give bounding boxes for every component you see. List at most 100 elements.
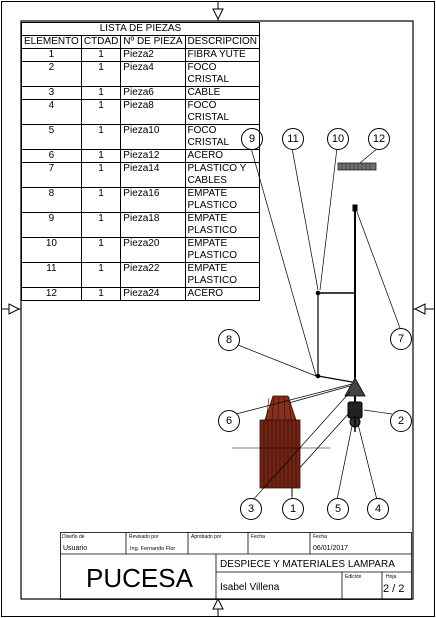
description-line: ACERO bbox=[187, 288, 224, 299]
bulb-socket bbox=[347, 401, 363, 419]
parts-list-title: LISTA DE PIEZAS bbox=[21, 22, 260, 36]
lamp-assembly bbox=[232, 162, 377, 496]
qty-cell: 1 bbox=[80, 287, 122, 301]
qty-cell: 1 bbox=[80, 162, 122, 188]
title-block: Diseño de Usuario Revisado por Ing. Fern… bbox=[60, 532, 412, 600]
item-cell: 6 bbox=[21, 149, 82, 163]
item-cell: 1 bbox=[21, 48, 82, 62]
balloon-1: 1 bbox=[282, 498, 304, 520]
inner-border bbox=[20, 20, 414, 600]
parts-list-table: LISTA DE PIEZAS ELEMENTO CTDAD Nº DE PIE… bbox=[21, 22, 260, 301]
part-number-cell: Pieza4 bbox=[120, 61, 186, 87]
part-number-cell: Pieza16 bbox=[120, 187, 186, 213]
item-cell: 3 bbox=[21, 86, 82, 100]
item-cell: 7 bbox=[21, 162, 82, 188]
qty-cell: 1 bbox=[80, 99, 122, 125]
balloon-6: 6 bbox=[218, 410, 240, 432]
balloon-2: 2 bbox=[390, 410, 412, 432]
balloon-7: 7 bbox=[390, 328, 412, 350]
description-line: ACERO bbox=[187, 150, 224, 161]
company-name: PUCESA bbox=[86, 563, 193, 593]
description-line: CABLE bbox=[187, 87, 221, 98]
description-line: PLASTICO bbox=[187, 200, 237, 211]
item-cell: 4 bbox=[21, 99, 82, 125]
description-line: CRISTAL bbox=[187, 137, 230, 148]
header-item: ELEMENTO bbox=[21, 35, 82, 49]
approved-label: Aprobado por bbox=[191, 534, 222, 540]
balloon-5: 5 bbox=[327, 498, 349, 520]
balloon-12: 12 bbox=[368, 128, 390, 150]
description-line: EMPATE bbox=[187, 263, 228, 274]
leader-lines bbox=[235, 147, 401, 501]
description-line: CABLES bbox=[187, 175, 227, 186]
part-number-cell: Pieza12 bbox=[120, 149, 186, 163]
item-cell: 12 bbox=[21, 287, 82, 301]
part-number-cell: Pieza18 bbox=[120, 212, 186, 238]
part-number-cell: Pieza10 bbox=[120, 124, 186, 150]
balloon-11: 11 bbox=[282, 128, 304, 150]
item-cell: 2 bbox=[21, 61, 82, 87]
header-description: DESCRIPCIÓN bbox=[184, 35, 260, 49]
part-number-cell: Pieza8 bbox=[120, 99, 186, 125]
item-cell: 11 bbox=[21, 262, 82, 288]
sheet-label: Hoja bbox=[386, 574, 397, 580]
description-cell: ACERO bbox=[184, 149, 260, 163]
description-cell: ACERO bbox=[184, 287, 260, 301]
description-line: CRISTAL bbox=[187, 74, 230, 85]
qty-cell: 1 bbox=[80, 187, 122, 213]
balloon-10: 10 bbox=[327, 128, 349, 150]
part-number-cell: Pieza20 bbox=[120, 237, 186, 263]
qty-cell: 1 bbox=[80, 212, 122, 238]
date-value: 06/01/2017 bbox=[313, 545, 349, 552]
edition-label: Edición bbox=[345, 574, 362, 580]
description-line: EMPATE bbox=[187, 238, 228, 249]
description-cell: FIBRA YUTE bbox=[184, 48, 260, 62]
sheet-value: 2 / 2 bbox=[383, 583, 405, 595]
qty-cell: 1 bbox=[80, 124, 122, 150]
part-number-cell: Pieza14 bbox=[120, 162, 186, 188]
description-line: FIBRA YUTE bbox=[187, 49, 246, 60]
qty-cell: 1 bbox=[80, 48, 122, 62]
description-line: FOCO bbox=[187, 125, 217, 136]
item-cell: 5 bbox=[21, 124, 82, 150]
description-line: PLASTICO bbox=[187, 275, 237, 286]
description-line: CRISTAL bbox=[187, 112, 230, 123]
balloon-4: 4 bbox=[367, 498, 389, 520]
description-line: EMPATE bbox=[187, 188, 228, 199]
description-line: FOCO bbox=[187, 62, 217, 73]
reviewed-label: Revisado por bbox=[129, 534, 159, 540]
header-qty: CTDAD bbox=[80, 35, 122, 49]
qty-cell: 1 bbox=[80, 237, 122, 263]
title-block-grid bbox=[60, 532, 412, 600]
item-cell: 8 bbox=[21, 187, 82, 213]
part-number-cell: Pieza6 bbox=[120, 86, 186, 100]
author-name: Isabel Villena bbox=[220, 582, 280, 593]
qty-cell: 1 bbox=[80, 86, 122, 100]
drawing-title: DESPIECE Y MATERIALES LAMPARA bbox=[220, 559, 395, 570]
item-cell: 10 bbox=[21, 237, 82, 263]
date-label-2: Fecha bbox=[313, 534, 327, 540]
date-label-1: Fecha bbox=[251, 534, 265, 540]
designed-value: Usuario bbox=[63, 545, 88, 552]
part-number-cell: Pieza22 bbox=[120, 262, 186, 288]
reviewed-value: Ing. Fernando Flor bbox=[130, 546, 176, 552]
